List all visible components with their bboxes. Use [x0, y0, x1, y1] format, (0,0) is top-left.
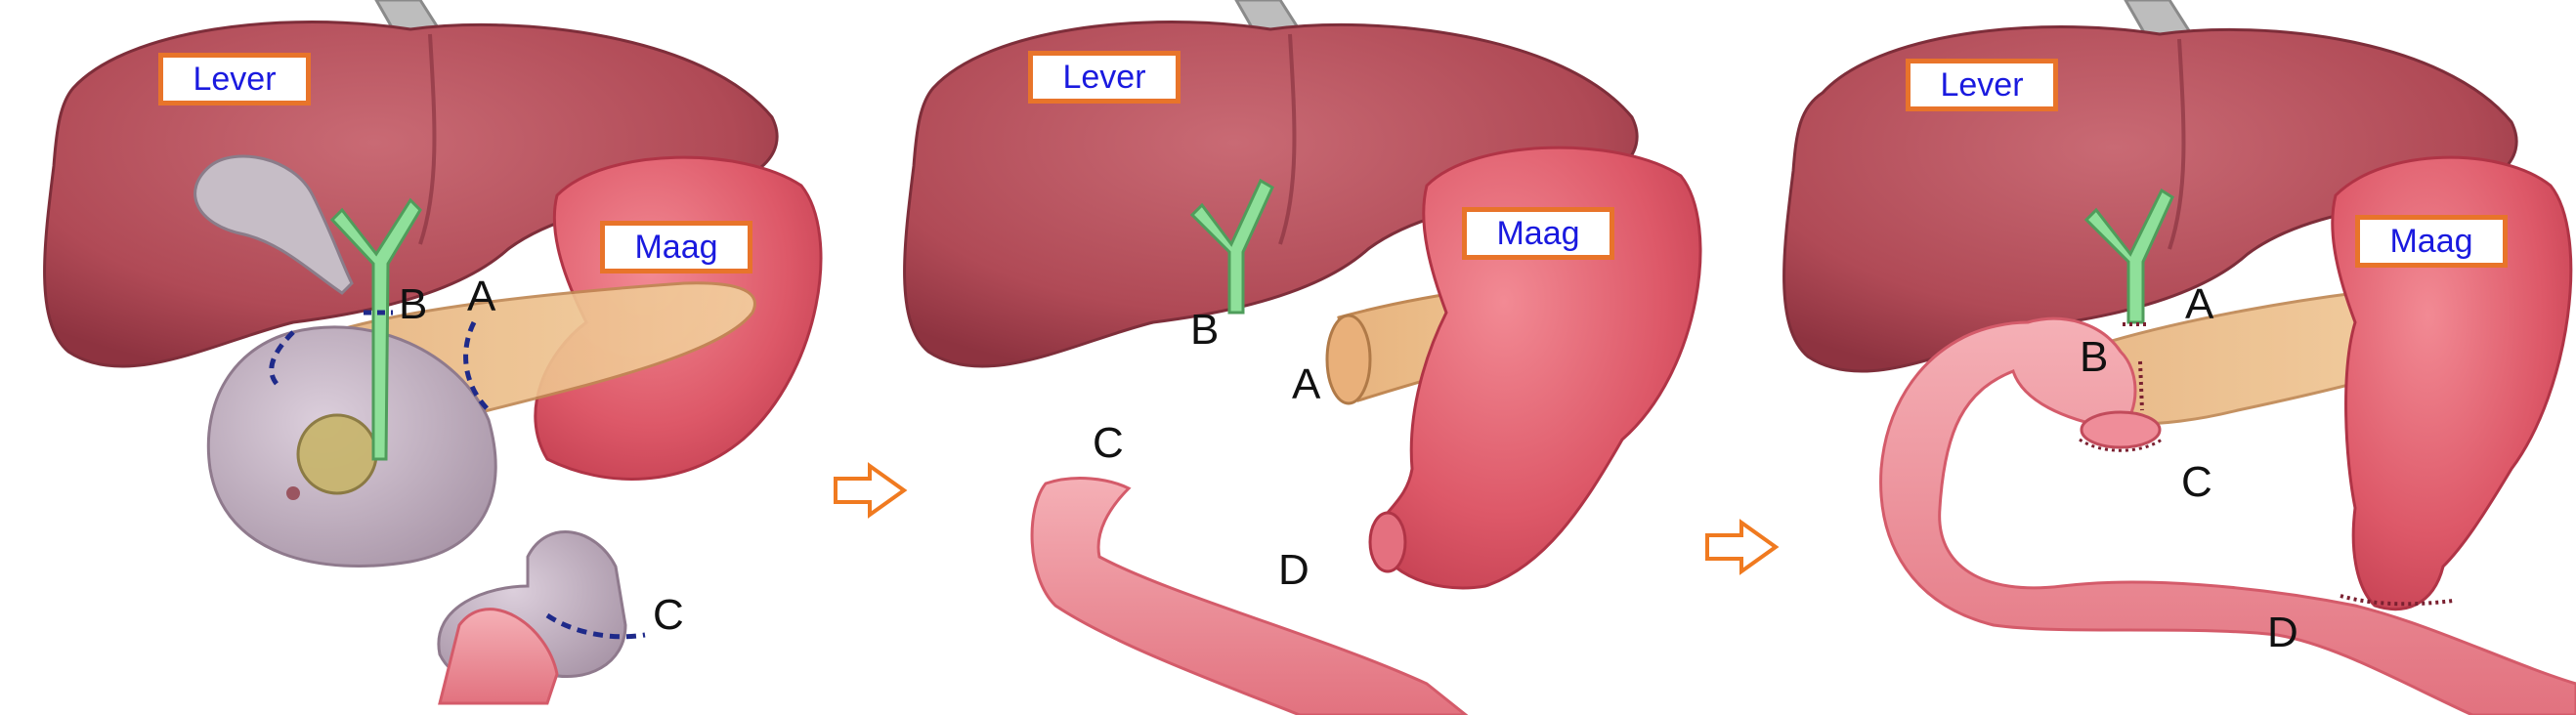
point-a-3: A [2185, 280, 2214, 328]
step-arrow-2 [1705, 519, 1780, 575]
jejunum-segment [1030, 477, 1469, 715]
stomach-label-2: Maag [1462, 207, 1614, 260]
stomach-label-3: Maag [2355, 215, 2508, 268]
stomach-shape [2331, 155, 2573, 611]
liver-label-2: Lever [1028, 51, 1181, 104]
step-arrow-1 [834, 462, 908, 519]
liver-shape [43, 21, 779, 368]
panel-reconstruction [1782, 0, 2576, 715]
bile-duct-stump [1189, 178, 1274, 315]
panel-before-surgery [43, 0, 823, 705]
stomach-label-1: Maag [600, 221, 752, 273]
point-b-2: B [1190, 306, 1220, 354]
point-c-2: C [1093, 419, 1124, 467]
point-b-1: B [399, 280, 428, 328]
point-a-2: A [1292, 360, 1321, 408]
stitch-line-d [2340, 594, 2454, 607]
liver-shape [1782, 25, 2518, 373]
gallbladder-shape [193, 154, 354, 295]
liver-label-1: Lever [158, 53, 311, 105]
bile-duct [329, 197, 422, 461]
point-c-1: C [653, 591, 684, 639]
stitch-line-a [2138, 360, 2144, 411]
liver-label-3: Lever [1906, 59, 2058, 111]
point-a-1: A [467, 273, 496, 320]
jejunal-loop [1879, 316, 2576, 715]
point-c-3: C [2181, 458, 2212, 506]
panel-resection [903, 0, 1702, 715]
stomach-shape [1371, 146, 1702, 590]
point-d-2: D [1278, 546, 1309, 594]
point-d-3: D [2267, 609, 2298, 656]
cut-line-c [545, 612, 646, 640]
tumour-mass [296, 413, 378, 495]
stitch-line-c [2079, 438, 2163, 452]
bile-duct [2083, 188, 2174, 324]
cut-line-a [463, 320, 491, 412]
cut-line-duodenum [269, 330, 295, 388]
point-b-3: B [2080, 333, 2109, 381]
